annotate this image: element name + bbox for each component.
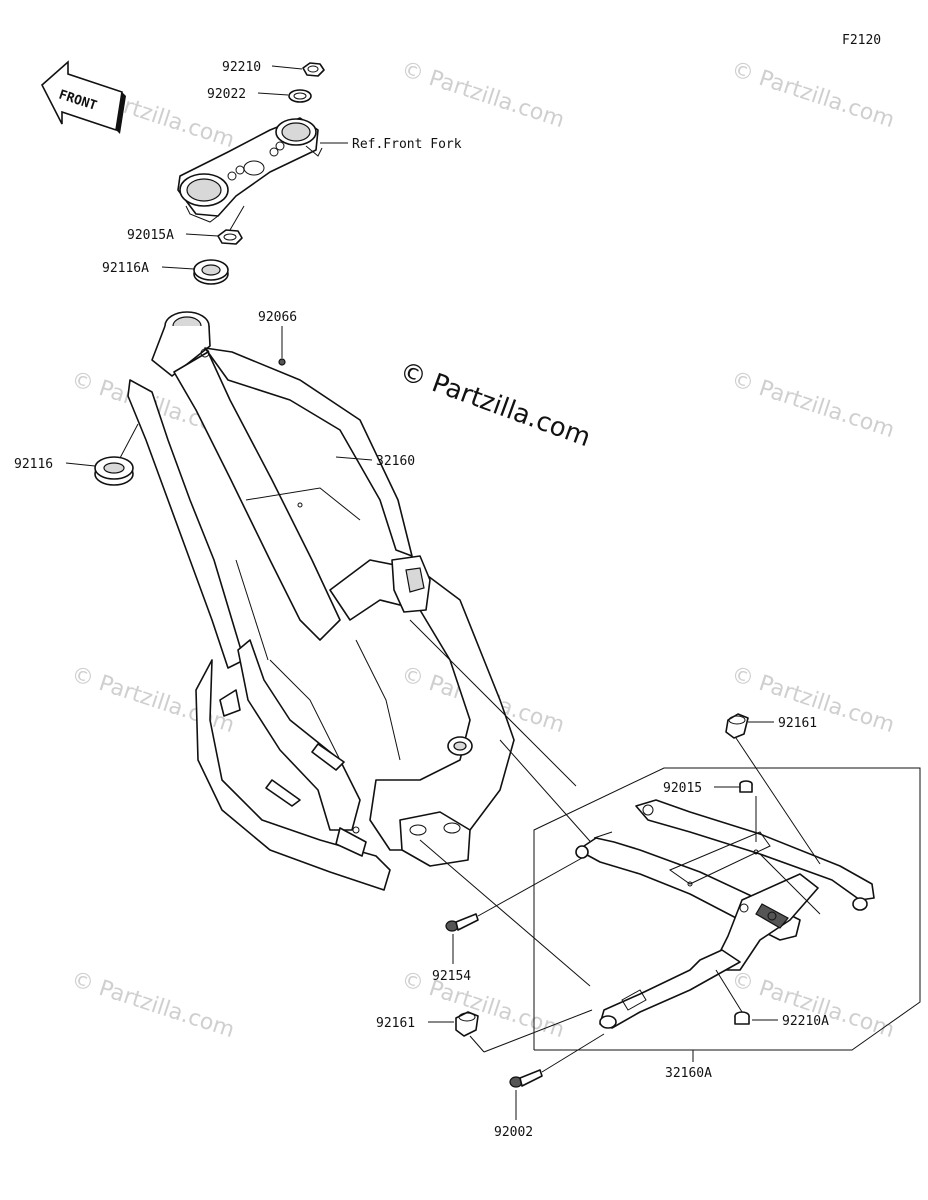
leader-line	[759, 853, 821, 915]
alignment-line	[541, 1033, 605, 1073]
alignment-line	[735, 737, 821, 865]
subframe-group-bracket	[533, 767, 921, 1051]
callout-92210A: 92210A	[782, 1014, 829, 1029]
watermark: © Partzilla.com	[398, 967, 567, 1043]
washer-92022	[288, 89, 312, 103]
main-frame-32160	[127, 311, 515, 891]
callout-32160: 32160	[376, 454, 415, 469]
nut-92210A	[734, 1011, 750, 1025]
front-direction-badge: FRONT	[41, 60, 126, 134]
callout-92066: 92066	[258, 310, 297, 325]
bearing-92116	[94, 456, 134, 486]
callout-92116: 92116	[14, 457, 53, 472]
figure-code: F2120	[842, 33, 881, 48]
callout-92116A: 92116A	[102, 261, 149, 276]
collar-92161-left	[455, 1011, 479, 1037]
alignment-line	[419, 839, 591, 987]
alignment-line	[477, 857, 583, 917]
callout-92022: 92022	[207, 87, 246, 102]
callout-92015: 92015	[663, 781, 702, 796]
leader-line	[593, 831, 613, 839]
callout-92210: 92210	[222, 60, 261, 75]
callout-92161-left: 92161	[376, 1016, 415, 1031]
leader-line	[335, 456, 373, 461]
alignment-line	[469, 1035, 485, 1053]
leader-line	[65, 462, 96, 467]
callout-92002: 92002	[494, 1125, 533, 1140]
callout-92015A: 92015A	[127, 228, 174, 243]
bolt-92002	[509, 1069, 543, 1088]
copyright-text: © Partzilla.com	[396, 356, 595, 453]
watermark: © Partzilla.com	[728, 367, 897, 443]
watermark: © Partzilla.com	[728, 967, 897, 1043]
bearing-92116A	[193, 259, 229, 285]
callout-92154: 92154	[432, 969, 471, 984]
watermark: © Partzilla.com	[728, 57, 897, 133]
leader-line	[185, 233, 219, 237]
nut-92210	[302, 62, 325, 77]
alignment-line	[483, 1009, 593, 1053]
subframe-32160A	[575, 799, 875, 1029]
callout-32160A: 32160A	[665, 1066, 712, 1081]
leader-line	[161, 266, 195, 270]
leader-line	[229, 205, 245, 231]
alignment-line	[715, 969, 743, 1013]
callout-ref-front-fork: Ref.Front Fork	[352, 137, 462, 152]
plug-92066	[278, 358, 286, 366]
bolt-92015	[739, 780, 753, 793]
callout-92161-right: 92161	[778, 716, 817, 731]
leader-line	[257, 92, 289, 96]
collar-92161-right	[725, 713, 749, 739]
alignment-line	[409, 619, 577, 787]
watermark: © Partzilla.com	[68, 967, 237, 1043]
watermark: © Partzilla.com	[398, 57, 567, 133]
leader-line	[271, 65, 303, 70]
stem-nut-92015A	[217, 229, 243, 245]
upper-triple-clamp	[177, 117, 323, 223]
leader-line	[119, 423, 139, 459]
bolt-92154	[445, 913, 479, 932]
